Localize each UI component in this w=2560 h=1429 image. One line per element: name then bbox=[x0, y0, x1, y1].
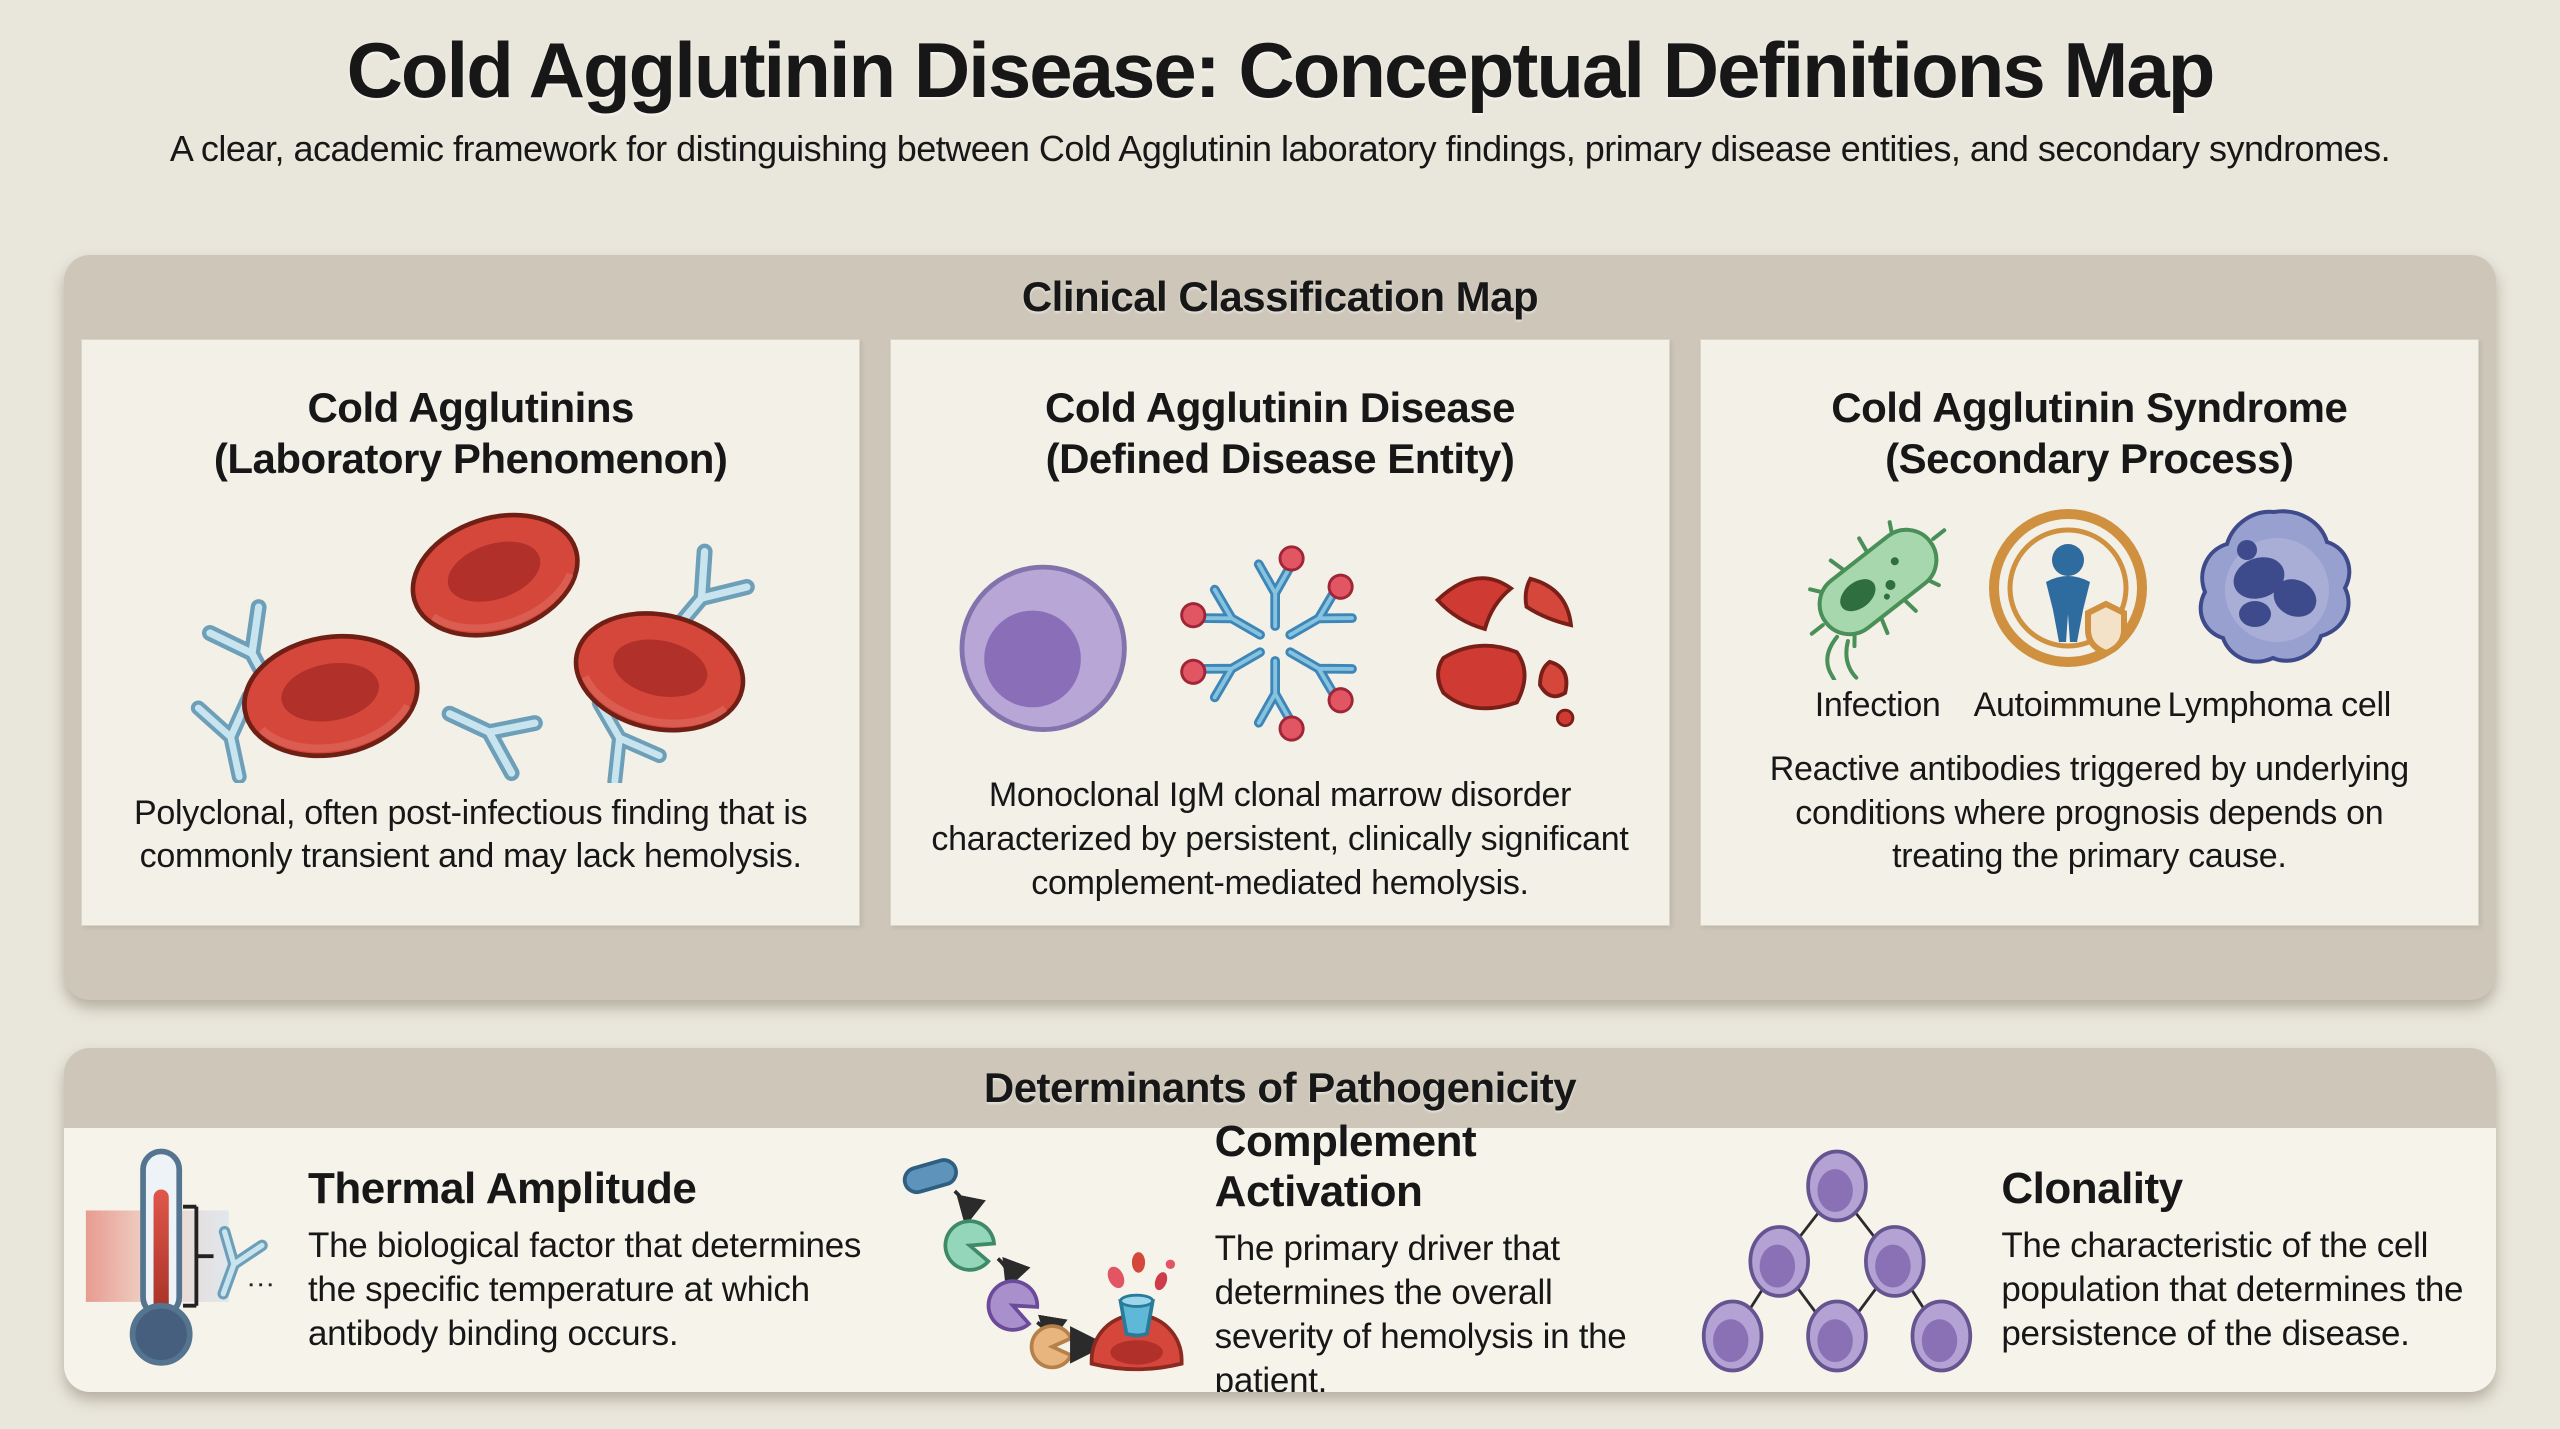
determinant-title: Complement Activation bbox=[1214, 1116, 1477, 1216]
autoimmune-person-shield-icon bbox=[1978, 500, 2158, 680]
card-title-line1: Cold Agglutinin Disease bbox=[1045, 384, 1515, 431]
card-title-line2: (Defined Disease Entity) bbox=[1045, 435, 1515, 483]
card-title-line2: (Secondary Process) bbox=[1885, 435, 2294, 483]
card-title-line2: (Laboratory Phenomenon) bbox=[213, 435, 728, 483]
card-description: Reactive antibodies triggered by underly… bbox=[1769, 750, 2409, 876]
card-cold-agglutinin-disease: Cold Agglutinin Disease (Defined Disease… bbox=[890, 339, 1670, 926]
determinants-section: Determinants of Pathogenicity bbox=[64, 1048, 2496, 1392]
determinant-title: Clonality bbox=[2001, 1163, 2183, 1213]
determinant-clonality: Clonality The characteristic of the cell… bbox=[1683, 1128, 2490, 1392]
lymphoma-label: Lymphoma cell bbox=[2167, 686, 2392, 725]
classification-header: Clinical Classification Map bbox=[1021, 273, 1539, 320]
determinant-text: Thermal Amplitude The biological factor … bbox=[308, 1164, 863, 1356]
lymphoma-column: Lymphoma cell bbox=[2167, 500, 2392, 725]
complement-cascade-icon bbox=[891, 1148, 1191, 1373]
determinant-description: The characteristic of the cell populatio… bbox=[2001, 1225, 2464, 1354]
card-title-line1: Cold Agglutinin Syndrome bbox=[1831, 384, 2348, 431]
infection-column: Infection bbox=[1788, 500, 1968, 725]
determinant-complement-activation: Complement Activation The primary driver… bbox=[877, 1117, 1684, 1392]
igm-pentamer-icon bbox=[1180, 545, 1357, 743]
card-cold-agglutinins: Cold Agglutinins (Laboratory Phenomenon)… bbox=[81, 339, 861, 926]
syndrome-cause-icons: Infection bbox=[1727, 484, 2452, 748]
determinant-description: The biological factor that determines th… bbox=[308, 1225, 862, 1354]
clonal-lymphoid-cell-icon bbox=[959, 565, 1127, 733]
card-title: Cold Agglutinin Disease (Defined Disease… bbox=[1045, 382, 1515, 484]
page-subtitle: A clear, academic framework for distingu… bbox=[169, 127, 2391, 169]
card-description: Polyclonal, often post-infectious findin… bbox=[134, 793, 808, 876]
card-cold-agglutinin-syndrome: Cold Agglutinin Syndrome (Secondary Proc… bbox=[1699, 339, 2479, 926]
determinant-text: Clonality The characteristic of the cell… bbox=[2001, 1164, 2476, 1356]
card-title: Cold Agglutinin Syndrome (Secondary Proc… bbox=[1831, 382, 2348, 484]
determinant-title: Thermal Amplitude bbox=[308, 1163, 697, 1213]
determinant-description: The primary driver that determines the o… bbox=[1214, 1228, 1627, 1392]
fragmented-red-cell-icon bbox=[1434, 576, 1575, 728]
autoimmune-label: Autoimmune bbox=[1973, 686, 2162, 725]
card-title-line1: Cold Agglutinins bbox=[307, 384, 634, 431]
classification-cards: Cold Agglutinins (Laboratory Phenomenon)… bbox=[64, 339, 2496, 926]
infection-label: Infection bbox=[1814, 686, 1941, 725]
card-title: Cold Agglutinins (Laboratory Phenomenon) bbox=[214, 382, 728, 484]
page-title: Cold Agglutinin Disease: Conceptual Defi… bbox=[346, 26, 2216, 114]
thermometer-antibody-icon bbox=[84, 1145, 284, 1375]
disease-mechanism-icons bbox=[917, 484, 1642, 774]
determinants-body: Thermal Amplitude The biological factor … bbox=[64, 1117, 2496, 1392]
determinant-text: Complement Activation The primary driver… bbox=[1215, 1117, 1670, 1392]
clinical-classification-section: Clinical Classification Map Cold Aggluti… bbox=[64, 255, 2496, 1000]
red-blood-cells-with-antibodies-icon bbox=[108, 484, 833, 792]
page-header: Cold Agglutinin Disease: Conceptual Defi… bbox=[0, 0, 2560, 170]
card-description: Monoclonal IgM clonal marrow disorder ch… bbox=[931, 776, 1629, 902]
determinant-thermal-amplitude: Thermal Amplitude The biological factor … bbox=[70, 1128, 877, 1392]
lymphoma-cell-icon bbox=[2189, 500, 2369, 680]
clonal-expansion-tree-icon bbox=[1697, 1144, 1977, 1377]
determinants-header: Determinants of Pathogenicity bbox=[983, 1064, 1577, 1111]
bacterium-icon bbox=[1788, 500, 1968, 681]
autoimmune-column: Autoimmune bbox=[1974, 500, 2162, 725]
